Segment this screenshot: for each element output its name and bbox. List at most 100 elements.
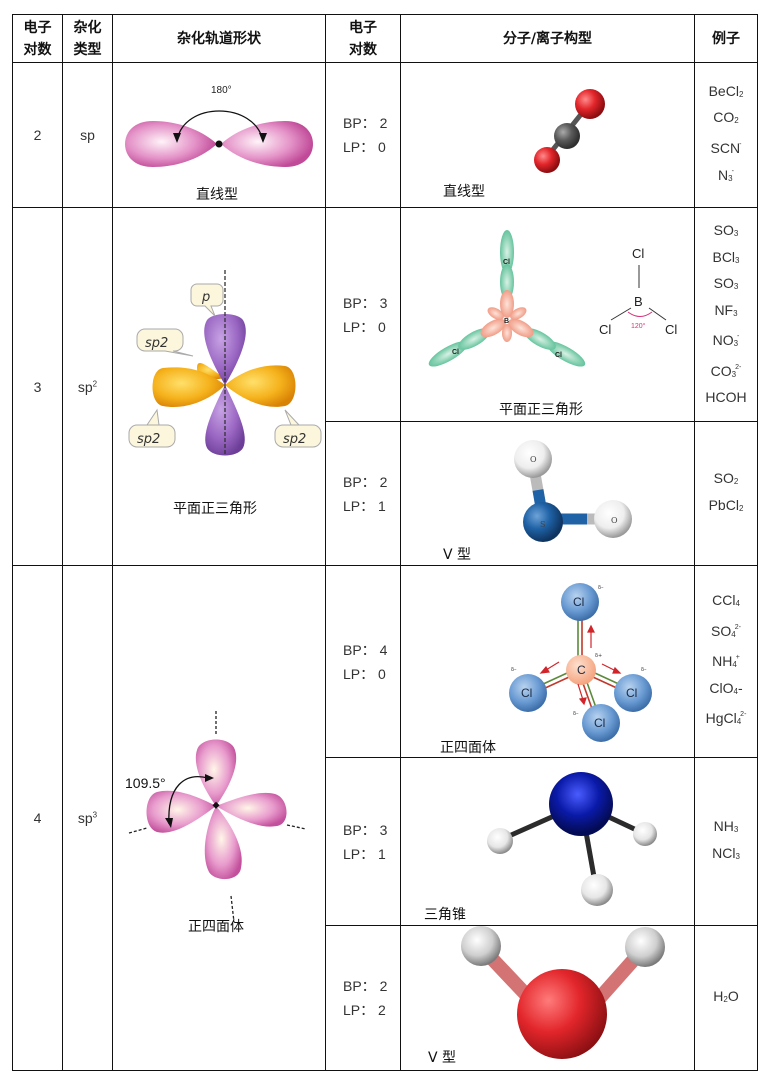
example-item: SO3: [713, 222, 739, 239]
orbital-shape-cell: 109.5° 正四面体: [112, 565, 326, 1071]
geometry-cell: 直线型: [400, 62, 695, 208]
header-examples: 例子: [694, 14, 758, 63]
examples-cell: SO3 BCl3 SO3 NF3 NO3- CO32- HCOH: [694, 207, 758, 422]
geometry-caption: 正四面体: [440, 740, 496, 756]
orbital-shape-caption: 正四面体: [188, 919, 244, 935]
hybridization-table: 电子对数 杂化类型 杂化轨道形状 电子对数 分子/离子构型 例子 2 sp 18…: [12, 14, 758, 1071]
example-item: SCN-: [710, 139, 742, 156]
example-item: H2O: [713, 987, 739, 1004]
svg-text:Cl: Cl: [594, 716, 605, 730]
orbital-shape-caption: 平面正三角形: [173, 501, 257, 517]
example-item: BCl3: [712, 248, 740, 265]
example-item: SO42-: [711, 622, 741, 639]
example-item: ClO4-: [709, 679, 743, 696]
geometry-cell: V 型: [400, 925, 695, 1071]
geometry-caption: V 型: [443, 547, 472, 563]
svg-text:δ–: δ–: [511, 667, 517, 673]
geometry-caption: V 型: [428, 1050, 457, 1066]
svg-text:O: O: [611, 516, 618, 525]
example-item: NCl3: [712, 844, 740, 861]
svg-text:δ+: δ+: [595, 653, 602, 659]
svg-text:Cl: Cl: [626, 686, 637, 700]
geometry-caption: 三角锥: [424, 907, 466, 923]
table-row-sp2-a: 3 sp2 p sp2 sp2: [12, 207, 758, 566]
hybrid-type-cell: sp: [62, 62, 113, 208]
geometry-caption: 平面正三角形: [499, 402, 583, 418]
svg-text:Cl: Cl: [452, 349, 459, 356]
orbital-shape-cell: 180° 直线型: [112, 62, 326, 208]
header-row: 电子对数 杂化类型 杂化轨道形状 电子对数 分子/离子构型 例子: [12, 14, 758, 63]
bcl3-orbital-icon: B Cl Cl Cl Cl B Cl Cl 120°: [428, 230, 677, 367]
examples-cell: H2O: [694, 925, 758, 1071]
electron-pairs-cell: 3: [12, 207, 63, 566]
svg-text:109.5°: 109.5°: [125, 775, 166, 791]
svg-text:δ–: δ–: [641, 667, 647, 673]
orbital-shape-caption: 直线型: [196, 187, 238, 203]
svg-text:δ–: δ–: [598, 585, 604, 591]
svg-text:O: O: [530, 455, 537, 464]
electron-pairs-cell: 4: [12, 565, 63, 1071]
table-row-sp3-a: 4 sp3 109.5° 正四面体: [12, 565, 758, 1071]
example-item: NH3: [713, 818, 739, 834]
svg-text:Cl: Cl: [521, 686, 532, 700]
h2o-ball-stick-icon: [461, 926, 665, 1059]
examples-cell: SO2 PbCl2: [694, 421, 758, 566]
header-orbital-shape: 杂化轨道形状: [112, 14, 326, 63]
header-molecular-geometry: 分子/离子构型: [400, 14, 695, 63]
electron-pairs-cell: 2: [12, 62, 63, 208]
example-item: NH4+: [712, 653, 740, 670]
svg-text:p: p: [201, 290, 210, 305]
geometry-cell: 三角锥: [400, 757, 695, 926]
example-item: CO32-: [710, 362, 742, 379]
geometry-cell: B Cl Cl Cl Cl B Cl Cl 120°: [400, 207, 695, 422]
svg-text:sp2: sp2: [137, 432, 160, 447]
header-hybrid-type: 杂化类型: [62, 14, 113, 63]
geometry-caption: 直线型: [443, 184, 485, 200]
svg-text:δ–: δ–: [573, 711, 579, 717]
co2-ball-stick-icon: [534, 89, 605, 173]
example-item: PbCl2: [708, 496, 744, 513]
example-item: HCOH: [705, 389, 747, 406]
svg-text:Cl: Cl: [632, 246, 644, 261]
example-item: HgCl42-: [705, 710, 747, 727]
examples-cell: NH3 NCl3: [694, 757, 758, 926]
svg-text:Cl: Cl: [555, 352, 562, 359]
sp3-orbital-icon: 109.5°: [125, 711, 307, 923]
example-item: NF3: [714, 301, 738, 318]
example-item: SO2: [713, 470, 739, 486]
svg-text:sp2: sp2: [283, 432, 306, 447]
example-item: CCl4: [712, 592, 740, 609]
sp2-orbital-icon: p sp2 sp2 sp2: [128, 270, 322, 456]
svg-text:120°: 120°: [631, 322, 646, 330]
ccl4-polarity-icon: Cl Cl Cl Cl C δ– δ– δ– δ– δ+: [509, 583, 652, 742]
svg-text:B: B: [634, 294, 643, 309]
header-electron-pairs: 电子对数: [12, 14, 63, 63]
geometry-cell: Cl Cl Cl Cl C δ– δ– δ– δ– δ+ 正四面体: [400, 565, 695, 758]
svg-text:Cl: Cl: [599, 322, 611, 337]
svg-text:Cl: Cl: [503, 259, 510, 266]
example-item: NO3-: [712, 332, 740, 349]
hybrid-type-cell: sp3: [62, 565, 113, 1071]
svg-text:B: B: [504, 318, 509, 325]
header-electron-pairs-2: 电子对数: [325, 14, 401, 63]
example-item: N3-: [718, 167, 734, 183]
svg-text:180°: 180°: [211, 85, 232, 96]
example-item: BeCl2: [708, 82, 744, 99]
svg-text:sp2: sp2: [145, 336, 168, 351]
sp-orbital-icon: 180°: [125, 85, 313, 167]
svg-text:Cl: Cl: [665, 322, 677, 337]
examples-cell: CCl4 SO42- NH4+ ClO4- HgCl42-: [694, 565, 758, 758]
examples-cell: BeCl2 CO2 SCN- N3-: [694, 62, 758, 208]
nh3-ball-stick-icon: [487, 772, 657, 906]
svg-text:C: C: [577, 663, 586, 677]
